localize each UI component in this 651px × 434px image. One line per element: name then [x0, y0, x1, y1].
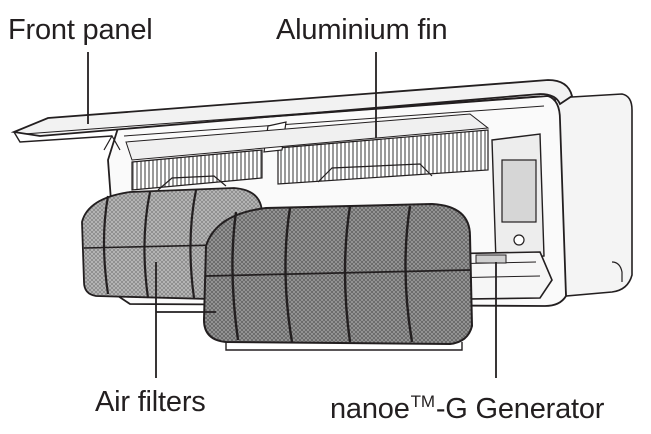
air-filters-label: Air filters: [95, 386, 206, 418]
front-panel: [10, 79, 574, 151]
aluminium-fin-label: Aluminium fin: [276, 14, 448, 46]
nanoe-prefix: nanoe: [330, 393, 410, 425]
front-panel-label: Front panel: [8, 14, 153, 46]
nanoe-suffix: -G Generator: [435, 393, 605, 425]
trademark-sup: TM: [410, 392, 435, 411]
control-box: [491, 133, 545, 263]
nanoe-generator-label: nanoeTM-G Generator: [330, 385, 604, 426]
aluminium-fin: [125, 113, 490, 191]
leader-lines: [87, 52, 497, 378]
air-filter-right: [202, 202, 474, 351]
unit-side-cover: [554, 93, 633, 297]
